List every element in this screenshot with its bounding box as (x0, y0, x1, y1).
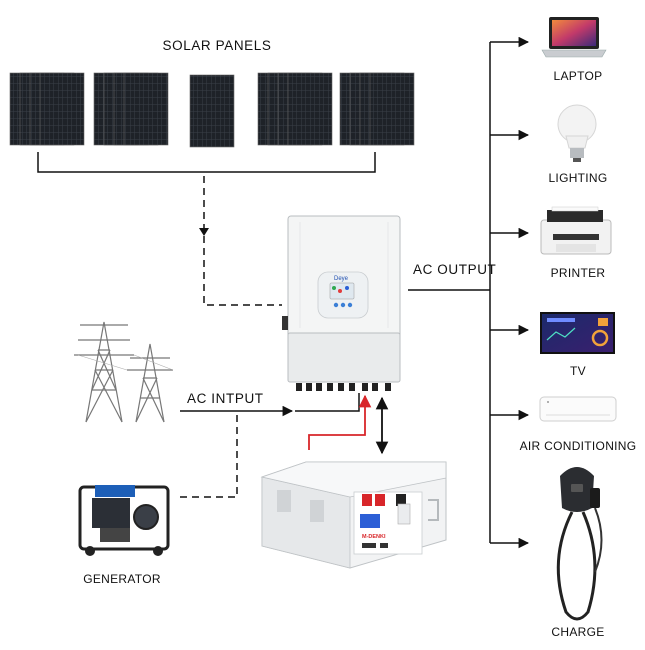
solar-panel-group-4 (339, 72, 415, 146)
battery-brand-logo: M-DENKI (362, 534, 386, 540)
battery-screen (360, 514, 380, 528)
inverter-brand-logo: Deye (334, 276, 349, 282)
light-bulb-icon (557, 104, 597, 162)
solar-panel-single (189, 74, 235, 148)
generator-label: GENERATOR (83, 572, 161, 586)
output-label-lighting: LIGHTING (548, 171, 608, 185)
battery-connection (308, 394, 389, 455)
output-label-tv: TV (570, 364, 586, 378)
grid-tower-icon (74, 321, 174, 423)
laptop-icon (541, 17, 607, 58)
output-label-laptop: LAPTOP (553, 69, 603, 83)
solar-panel-group-2 (93, 72, 169, 146)
solar-panel-group-1 (9, 72, 85, 146)
generator-icon (78, 485, 170, 556)
printer-icon (540, 206, 612, 255)
solar-panel-group-3 (257, 72, 333, 146)
tv-icon (540, 312, 615, 354)
ac-output-lines (408, 36, 530, 549)
ac-input-label: AC INTPUT (187, 391, 264, 406)
output-label-charge: CHARGE (551, 625, 605, 639)
solar-arrow-icon (199, 228, 209, 236)
inverter-ports (296, 383, 391, 391)
solar-panels-label: SOLAR PANELS (162, 38, 272, 53)
battery: M-DENKI (260, 461, 447, 569)
output-label-printer: PRINTER (550, 266, 606, 280)
output-label-air-conditioning: AIR CONDITIONING (519, 439, 637, 453)
air-conditioner-icon (539, 396, 617, 422)
ac-output-label: AC OUTPUT (413, 262, 497, 277)
solar-panel-array (9, 72, 415, 148)
solar-connection (37, 152, 376, 306)
inverter: Deye (282, 215, 401, 391)
ev-charger-icon (556, 467, 603, 621)
